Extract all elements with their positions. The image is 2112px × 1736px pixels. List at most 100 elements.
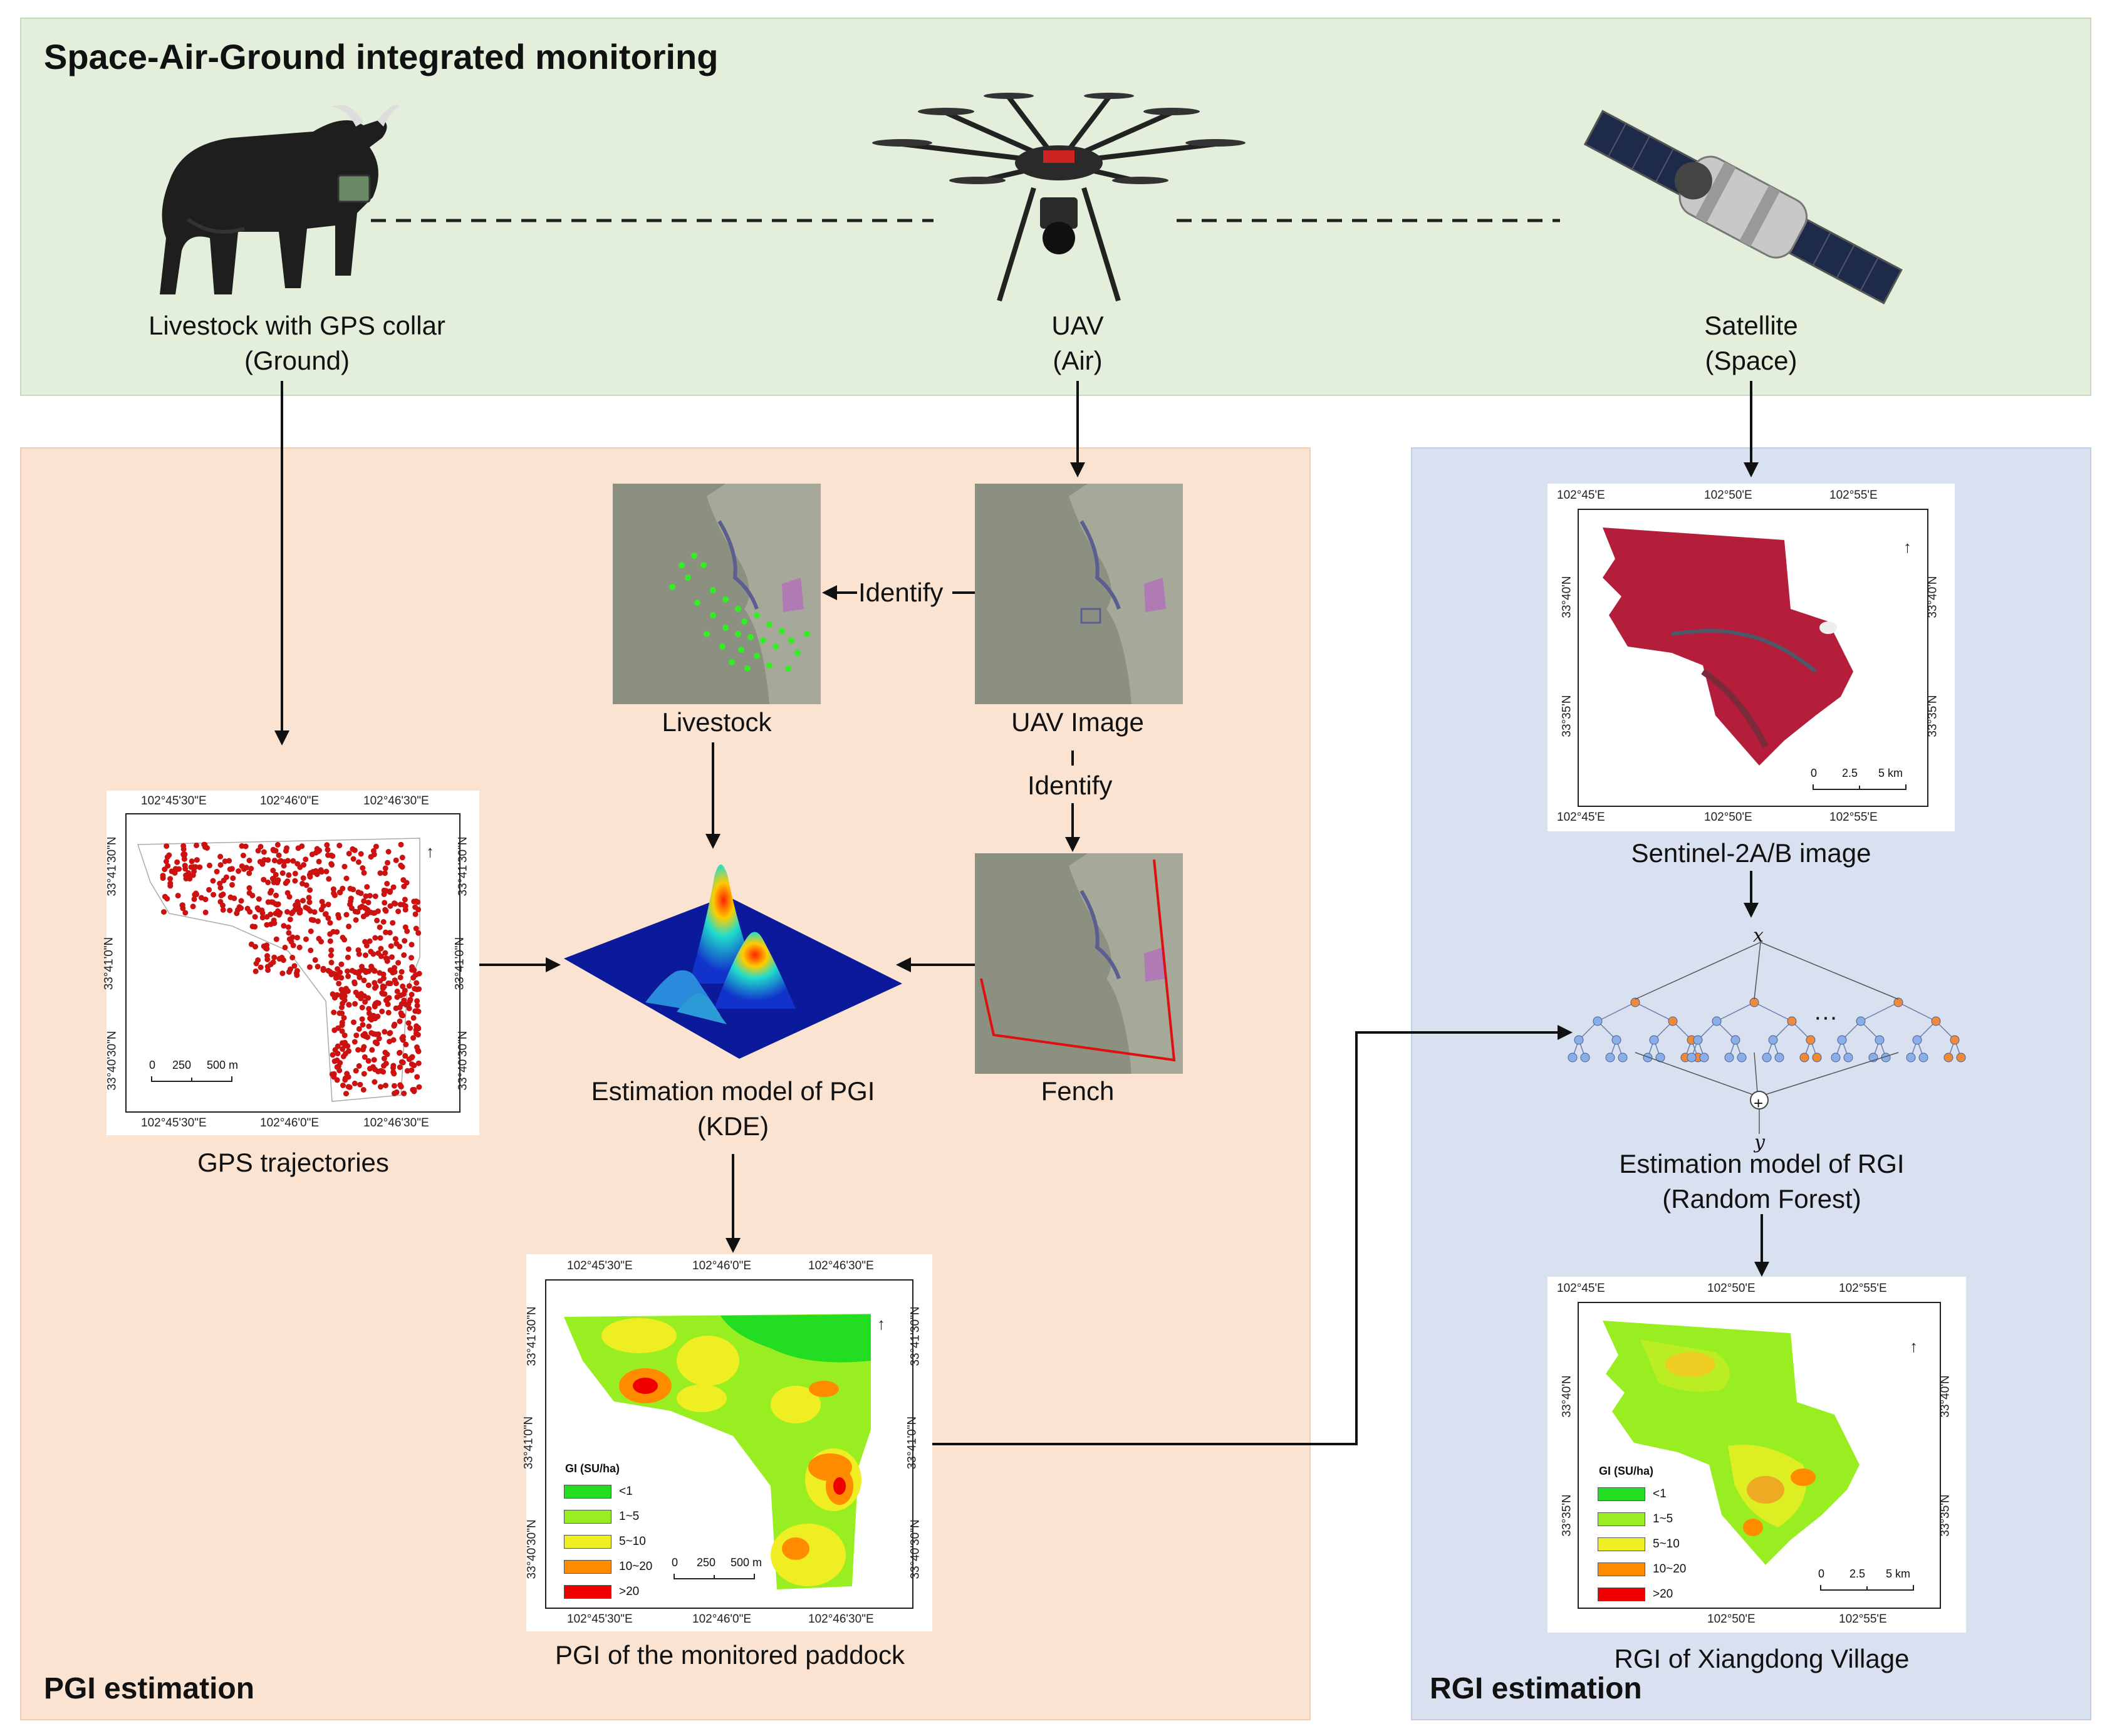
gps-point (289, 909, 296, 915)
uav-image (975, 484, 1183, 704)
gps-point (194, 842, 199, 848)
map-top-tick: 102°45'30"E (567, 1259, 633, 1272)
tree-node (1931, 1016, 1941, 1026)
tree-node (1893, 997, 1903, 1007)
gps-point (351, 979, 358, 985)
gps-point (363, 952, 368, 959)
gps-point (319, 898, 325, 905)
gps-point (372, 1039, 378, 1046)
gps-point (197, 864, 203, 870)
gps-point (329, 1071, 335, 1078)
map-bottom-tick: 102°46'0"E (692, 1613, 752, 1626)
gps-point (227, 907, 233, 913)
tree-node (1787, 1016, 1797, 1026)
gps-point (284, 909, 290, 915)
gps-point (270, 868, 276, 873)
gps-point (325, 852, 331, 858)
legend-label: 5~10 (1653, 1537, 1680, 1551)
gps-point (276, 912, 282, 918)
gps-point (392, 977, 398, 984)
rgi-section-title: RGI estimation (1430, 1672, 1642, 1705)
gps-point (378, 945, 384, 952)
gps-point (336, 1010, 343, 1016)
gps-point (341, 1015, 347, 1021)
gps-point (402, 907, 408, 913)
gps-point (160, 873, 166, 879)
gps-point (281, 923, 287, 929)
gps-point (398, 969, 405, 975)
uav-drone-icon (872, 93, 1246, 302)
tree-node (1806, 1035, 1816, 1045)
gps-point (387, 889, 393, 895)
gps-point (294, 972, 300, 979)
gps-point (362, 999, 368, 1005)
gps-point (403, 1041, 409, 1047)
gps-point (397, 902, 403, 908)
gps-point (391, 900, 397, 907)
gps-point (372, 1002, 378, 1009)
gps-point (265, 899, 271, 905)
tree-node (1574, 1035, 1584, 1045)
map-bottom-tick: 102°46'30"E (363, 1116, 429, 1130)
gps-point (402, 897, 408, 903)
air-label-line1: UAV (1051, 311, 1104, 340)
gps-point (348, 898, 354, 904)
gps-point (308, 947, 314, 954)
gps-point (361, 870, 367, 876)
gps-point (286, 872, 292, 878)
tree-node (1843, 1053, 1853, 1063)
gps-point (163, 858, 169, 865)
legend-title: GI (SU/ha) (565, 1462, 620, 1475)
map-left-tick: 33°35'N (1560, 1494, 1574, 1537)
gps-point (246, 870, 252, 876)
gps-point (242, 843, 249, 850)
gps-point (310, 917, 316, 923)
gps-point (306, 899, 313, 905)
map-left-tick: 33°41'30"N (525, 1306, 539, 1366)
gps-point (336, 889, 343, 895)
gps-point (378, 1084, 383, 1090)
gps-point (370, 848, 377, 854)
gps-point (325, 902, 331, 908)
gps-point (238, 898, 244, 904)
gps-point (361, 898, 367, 904)
gps-point (207, 862, 212, 868)
gps-point (365, 900, 372, 906)
gps-point (182, 910, 189, 916)
gps-point (286, 893, 293, 900)
gps-point (322, 911, 328, 917)
gps-point (246, 885, 252, 891)
gps-point (408, 955, 414, 961)
gps-point (339, 1022, 345, 1028)
gps-point (315, 918, 321, 924)
gps-point (358, 851, 364, 857)
gps-point (383, 908, 389, 914)
gps-point (360, 865, 366, 871)
legend-label: 10~20 (1653, 1562, 1687, 1576)
gps-point (368, 949, 374, 955)
gps-point (340, 1053, 346, 1059)
gps-point (345, 973, 351, 979)
scale-bar (151, 1076, 232, 1082)
gps-point (320, 903, 326, 909)
gps-point (297, 910, 303, 916)
gps-point (315, 964, 321, 970)
legend-swatch (564, 1485, 611, 1499)
gps-point (276, 859, 283, 865)
gps-point (290, 942, 296, 949)
gps-point (290, 858, 296, 864)
gps-point (307, 874, 313, 880)
gps-point (398, 841, 404, 848)
gps-point (352, 908, 358, 915)
legend-label: 1~5 (619, 1510, 640, 1523)
gps-point (314, 871, 320, 877)
scale-label: 2.5 (1849, 1567, 1866, 1580)
gps-point (408, 942, 415, 948)
map-top-tick: 102°55'E (1829, 489, 1878, 502)
tree-node (1712, 1016, 1722, 1026)
gps-point (202, 897, 209, 903)
gps-point (365, 907, 370, 913)
gps-point (385, 1001, 391, 1007)
tree-node (1762, 1053, 1772, 1063)
scale-label: 0 (1818, 1567, 1825, 1580)
